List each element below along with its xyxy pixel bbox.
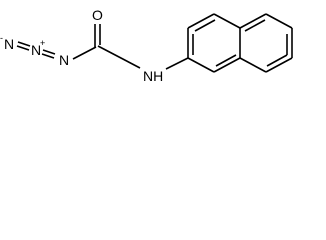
azide-n-central-label: N xyxy=(31,42,41,58)
azide-n-central-charge: + xyxy=(40,38,45,48)
azide-bond-1a xyxy=(17,41,31,47)
ring-bond-c8-c7 xyxy=(265,57,293,73)
ring-inner-bond-c8-c7 xyxy=(266,54,288,67)
ring-inner-bond-c5-c4a xyxy=(244,19,266,32)
azide-group xyxy=(16,41,97,60)
amide-nh-label: NH xyxy=(143,68,163,84)
ring-bond-c6-c5 xyxy=(265,13,293,29)
carbonyl-to-nh-bond xyxy=(97,45,141,69)
ring-bond-c1-c8a xyxy=(213,57,241,73)
carbonyl-o-label: O xyxy=(92,7,103,23)
chemical-structure: N - N + N O NH xyxy=(0,7,293,84)
ring-bond-c8a-c8 xyxy=(239,57,267,73)
naphthalene-ring xyxy=(187,13,293,73)
azide-to-carbonyl-bond xyxy=(72,46,97,60)
azide-n-terminal-label: N xyxy=(4,36,14,52)
ring-bond-c2-c1 xyxy=(187,57,215,73)
azide-bond-1b xyxy=(16,45,30,51)
ring-bond-c4-c3 xyxy=(187,13,215,29)
azide-bond-2a xyxy=(42,49,56,55)
azide-n-inner-label: N xyxy=(59,52,69,68)
ring-bond-c5-c4a xyxy=(239,13,267,29)
ring-inner-bond-c1-c8a xyxy=(215,54,237,67)
carbonyl-group xyxy=(94,24,141,69)
nh-to-ring-bond xyxy=(165,57,189,70)
ring-inner-bond-c4-c3 xyxy=(194,19,216,32)
azide-n-terminal-charge: - xyxy=(0,33,3,43)
ring-bond-c4a-c4 xyxy=(213,13,241,29)
azide-bond-2b xyxy=(41,53,55,59)
